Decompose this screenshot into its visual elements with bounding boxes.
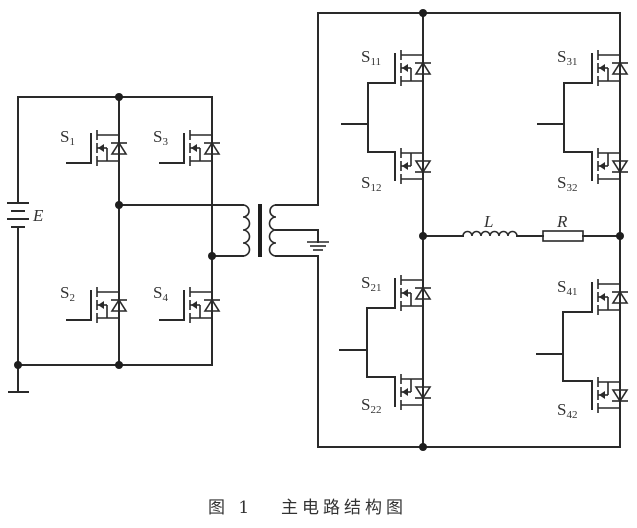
gate-drive-s41-s42	[536, 311, 593, 382]
svg-text:S31: S31	[557, 47, 577, 68]
switch-label: S	[557, 173, 566, 192]
switch-label: S	[60, 283, 69, 302]
junction-dot	[419, 443, 427, 451]
switch-s41: S41	[557, 272, 629, 322]
switch-s1: S1	[60, 123, 128, 173]
junction-dot	[115, 201, 123, 209]
svg-text:S42: S42	[557, 400, 577, 421]
ground-symbol-left	[8, 364, 29, 393]
full-bridge-wires	[17, 96, 244, 366]
switch-s11: S11	[361, 43, 432, 93]
figure-caption-number: 图 1	[208, 498, 253, 518]
switch-label: S	[557, 277, 566, 296]
switch-label: S	[361, 47, 370, 66]
switch-s3: S3	[153, 123, 221, 173]
junction-dot	[115, 361, 123, 369]
switch-s21: S21	[361, 268, 432, 318]
junction-dot	[14, 361, 22, 369]
svg-text:S12: S12	[361, 173, 381, 194]
junction-dot	[419, 9, 427, 17]
junction-dot	[208, 252, 216, 260]
inductor-l: L	[462, 212, 518, 237]
svg-text:S21: S21	[361, 273, 381, 294]
switch-s12: S12	[361, 141, 432, 194]
resistor-label: R	[556, 212, 568, 231]
figure-caption-title: 主电路结构图	[281, 498, 407, 518]
battery-label: E	[32, 206, 44, 225]
gate-drive-s21-s22	[339, 307, 396, 378]
switch-label: S	[557, 400, 566, 419]
switch-s42: S42	[557, 370, 629, 421]
gate-drive-s11-s12	[341, 82, 396, 153]
dc-source-battery: E	[7, 96, 44, 366]
junction-dot	[419, 232, 427, 240]
svg-text:S22: S22	[361, 395, 381, 416]
switch-s2: S2	[60, 280, 128, 330]
ground-symbol-center-tap	[307, 241, 329, 251]
switch-label: S	[361, 395, 370, 414]
switch-label: S	[361, 273, 370, 292]
transformer	[242, 204, 319, 257]
switch-label: S	[361, 173, 370, 192]
switch-label: S	[153, 127, 162, 146]
switch-label: S	[153, 283, 162, 302]
switch-s31: S31	[557, 43, 629, 93]
svg-text:S41: S41	[557, 277, 577, 298]
switch-label: S	[557, 47, 566, 66]
svg-text:S11: S11	[361, 47, 381, 68]
switch-s32: S32	[557, 141, 629, 194]
svg-text:S2: S2	[60, 283, 75, 304]
inductor-label: L	[483, 212, 493, 231]
switch-s4: S4	[153, 280, 221, 330]
svg-text:S32: S32	[557, 173, 577, 194]
svg-text:S3: S3	[153, 127, 168, 148]
switch-label: S	[60, 127, 69, 146]
switch-s22: S22	[361, 367, 432, 417]
resistor-r: R	[542, 212, 584, 242]
svg-text:S4: S4	[153, 283, 168, 304]
gate-drive-s31-s32	[537, 82, 593, 153]
junction-dot	[616, 232, 624, 240]
junction-dot	[115, 93, 123, 101]
svg-text:S1: S1	[60, 127, 75, 148]
